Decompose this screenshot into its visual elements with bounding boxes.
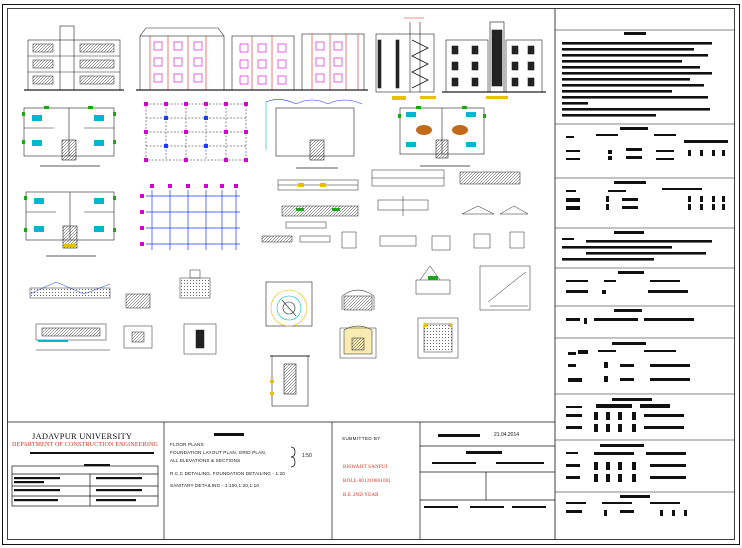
foundation-detail-a [123,269,217,355]
manhole-detail [415,265,459,359]
soak-pit-detail [339,289,377,359]
elevation-left [298,33,368,91]
ground-floor-plan [22,106,116,167]
roll-number: ROLL-001210601001 [343,479,392,484]
academic-year: B.E 2ND YEAR [343,493,379,498]
elevation-rear [228,35,298,91]
septic-tank-plan [265,281,313,407]
university-name: JADAVPUR UNIVERSITY [32,431,133,441]
drawing-list-item: R.C.C DETAILING, FOUNDATION DETAILING - … [170,471,286,476]
specification-panel [555,29,735,516]
foundation-layout-plan [144,102,248,162]
drawing-list-item: FLOOR PLANS [170,442,204,447]
drawing-list-item: ALL ELEVATIONS & SECTIONS [170,458,241,463]
department-name: DEPARTMENT OF CONSTRUCTION ENGINEERING [12,442,159,448]
student-name: BISWAJIT SANFUI [343,465,388,470]
sheet-border [2,4,740,545]
typical-floor-plan [24,191,116,257]
title-block-frame [11,422,555,539]
section-staircase [375,17,436,100]
stair-detail [479,265,531,311]
elevation-right [442,21,546,99]
drawing-list-item: FOUNDATION LAYOUT PLAN, GRID PLAN, [170,450,267,455]
rcc-details [261,169,529,251]
roof-plan [265,99,363,169]
drawing-scale: 1:50 [302,453,312,459]
drawing-list-item: SANITARY DETAILING - 1:100,1:20,1:10 [170,483,260,488]
elevation-side [136,27,228,91]
submitted-by-label: SUBMITTED BY [342,436,381,441]
grid-plan [140,184,240,250]
sanitary-layout [29,281,111,351]
elevation-front [24,25,124,91]
title-block-fillers [14,433,546,508]
first-floor-plan [398,106,486,167]
submission-date: 21.04.2014 [494,432,520,438]
